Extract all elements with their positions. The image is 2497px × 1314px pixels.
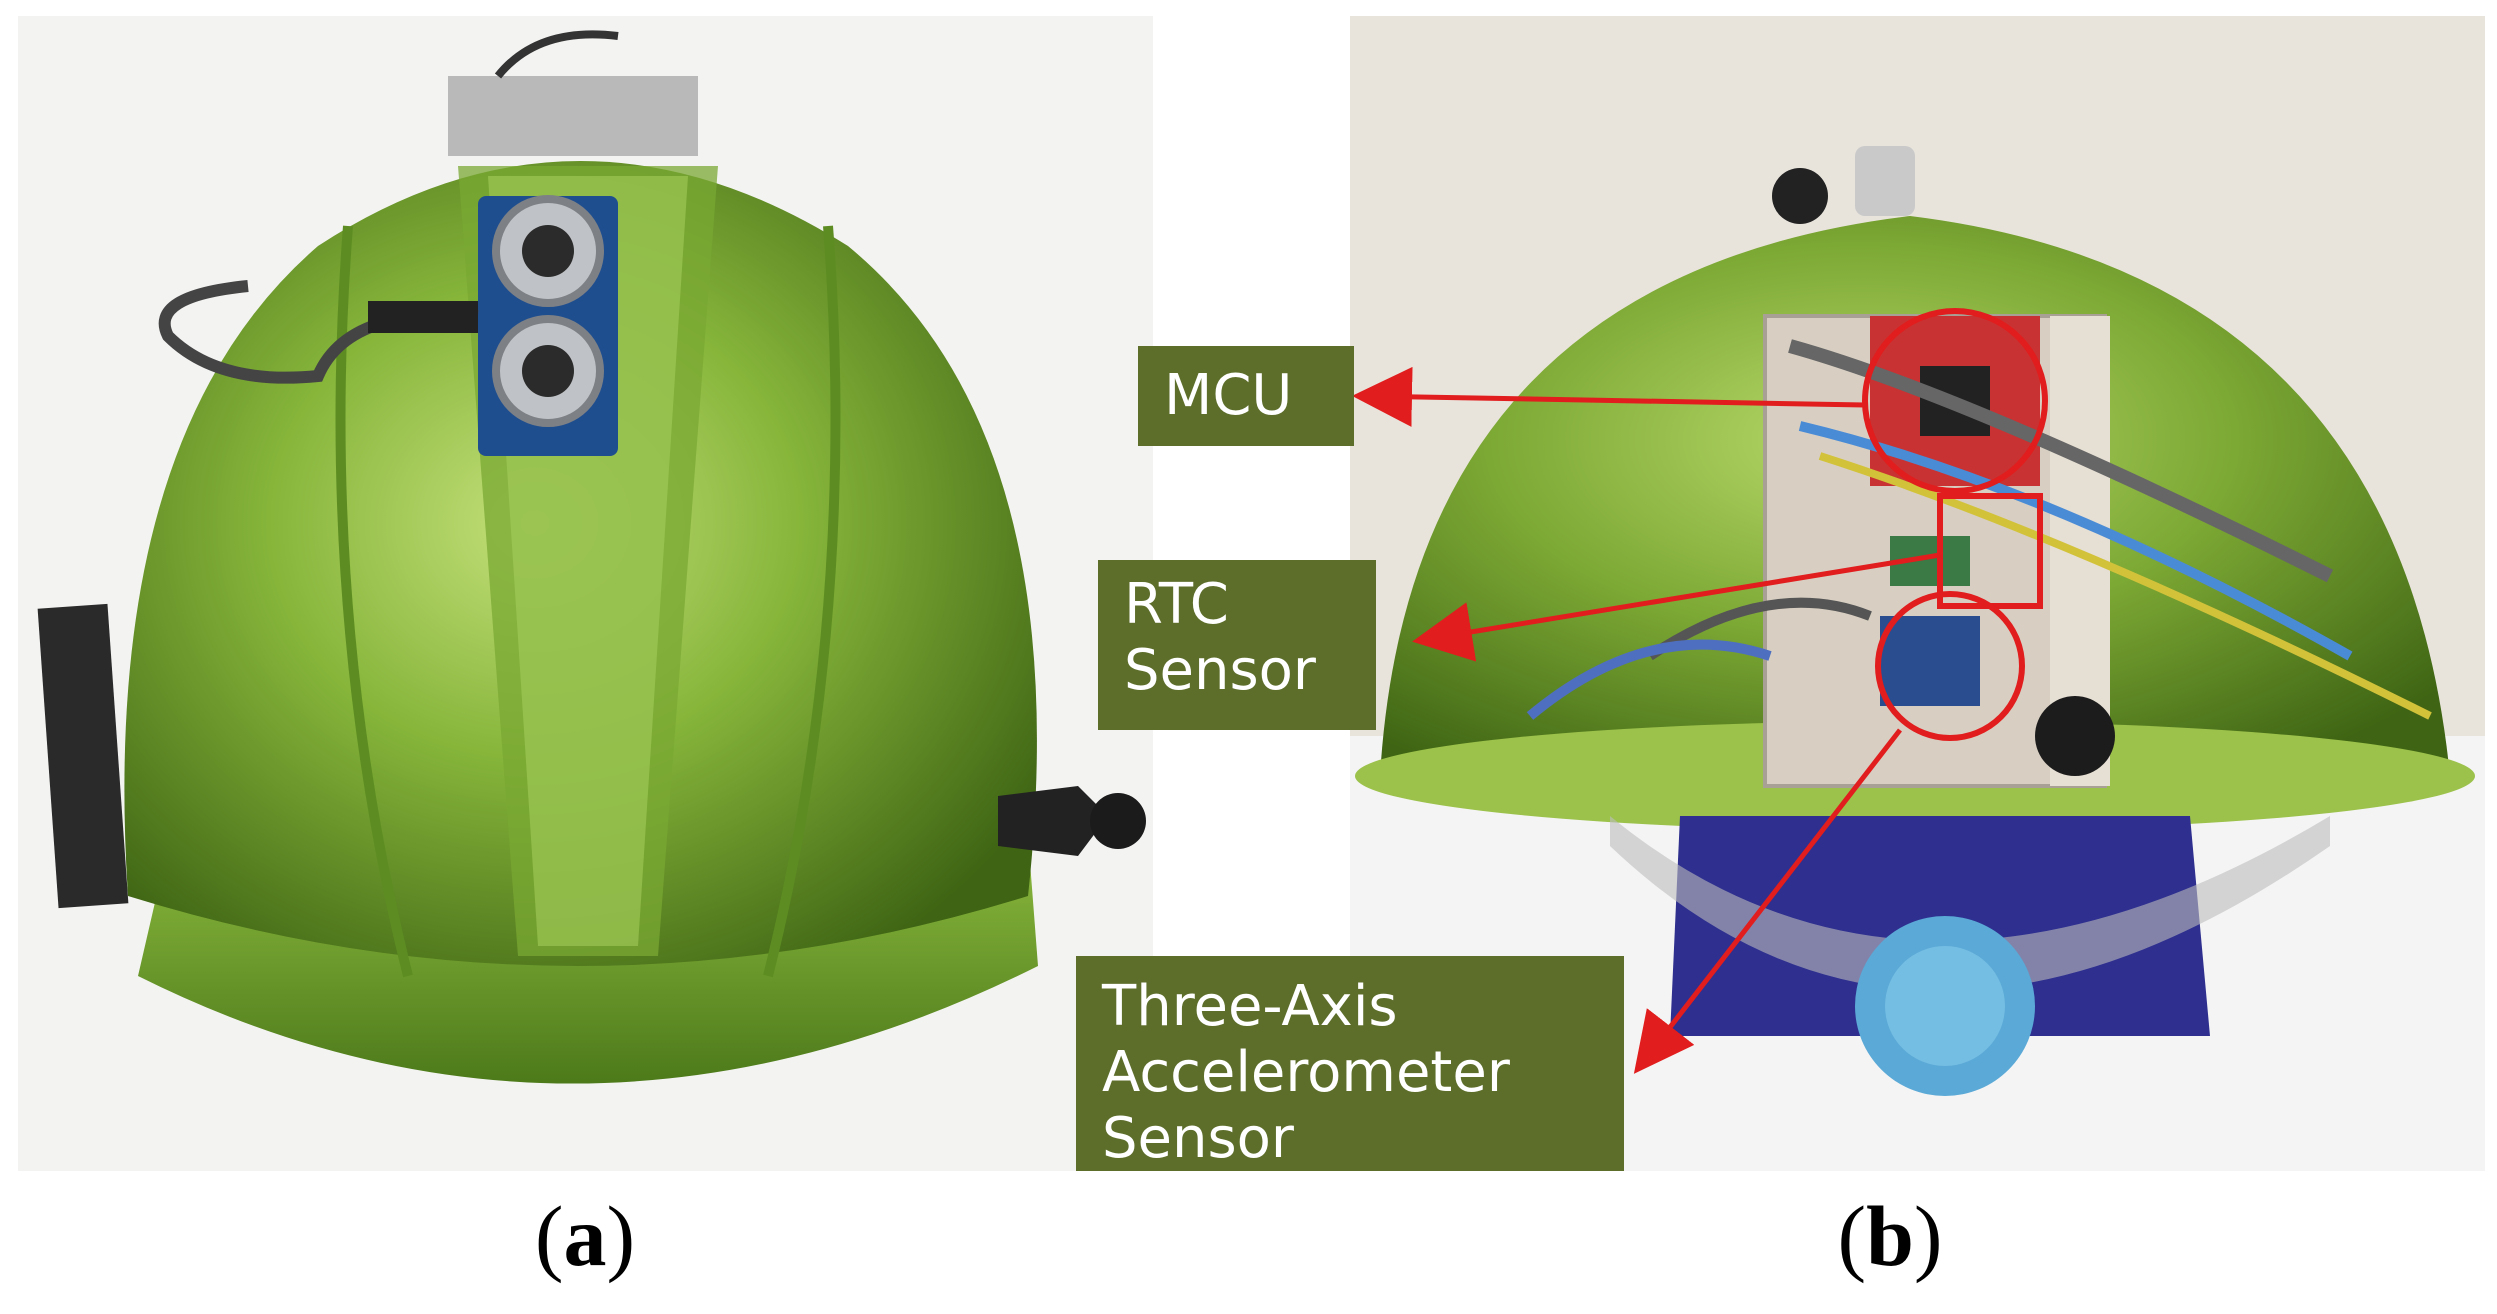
caption-b: (b)	[1837, 1188, 1943, 1284]
buzzer	[2035, 696, 2115, 776]
photo-panel-a	[18, 16, 1153, 1171]
mcu-label-text: MCU	[1164, 363, 1293, 428]
accelerometer-label-line-2: Accelerometer	[1102, 1040, 1510, 1105]
caption-a-letter: a	[563, 1188, 607, 1284]
caption-a: (a)	[534, 1188, 636, 1284]
rtc-label-line-1: RTC	[1124, 572, 1229, 637]
accelerometer-label-line-1: Three-Axis	[1102, 974, 1398, 1039]
caption-b-letter: b	[1866, 1188, 1914, 1284]
side-knob	[998, 786, 1108, 856]
accelerometer-label-line-3: Sensor	[1102, 1106, 1294, 1171]
top-fitting	[1855, 146, 1915, 216]
rtc-label-line-2: Sensor	[1124, 638, 1316, 703]
rtc-module	[1890, 536, 1970, 586]
accelerometer-label: Three-Axis Accelerometer Sensor	[1076, 956, 1624, 1171]
helmet-front-photo	[18, 16, 1153, 1171]
rtc-label: RTC Sensor	[1098, 560, 1376, 730]
top-module	[448, 76, 698, 156]
accelerometer-board	[1880, 616, 1980, 706]
accelerometer-highlight-circle	[1875, 591, 2025, 741]
side-module	[37, 603, 129, 909]
mcu-label: MCU	[1138, 346, 1354, 446]
